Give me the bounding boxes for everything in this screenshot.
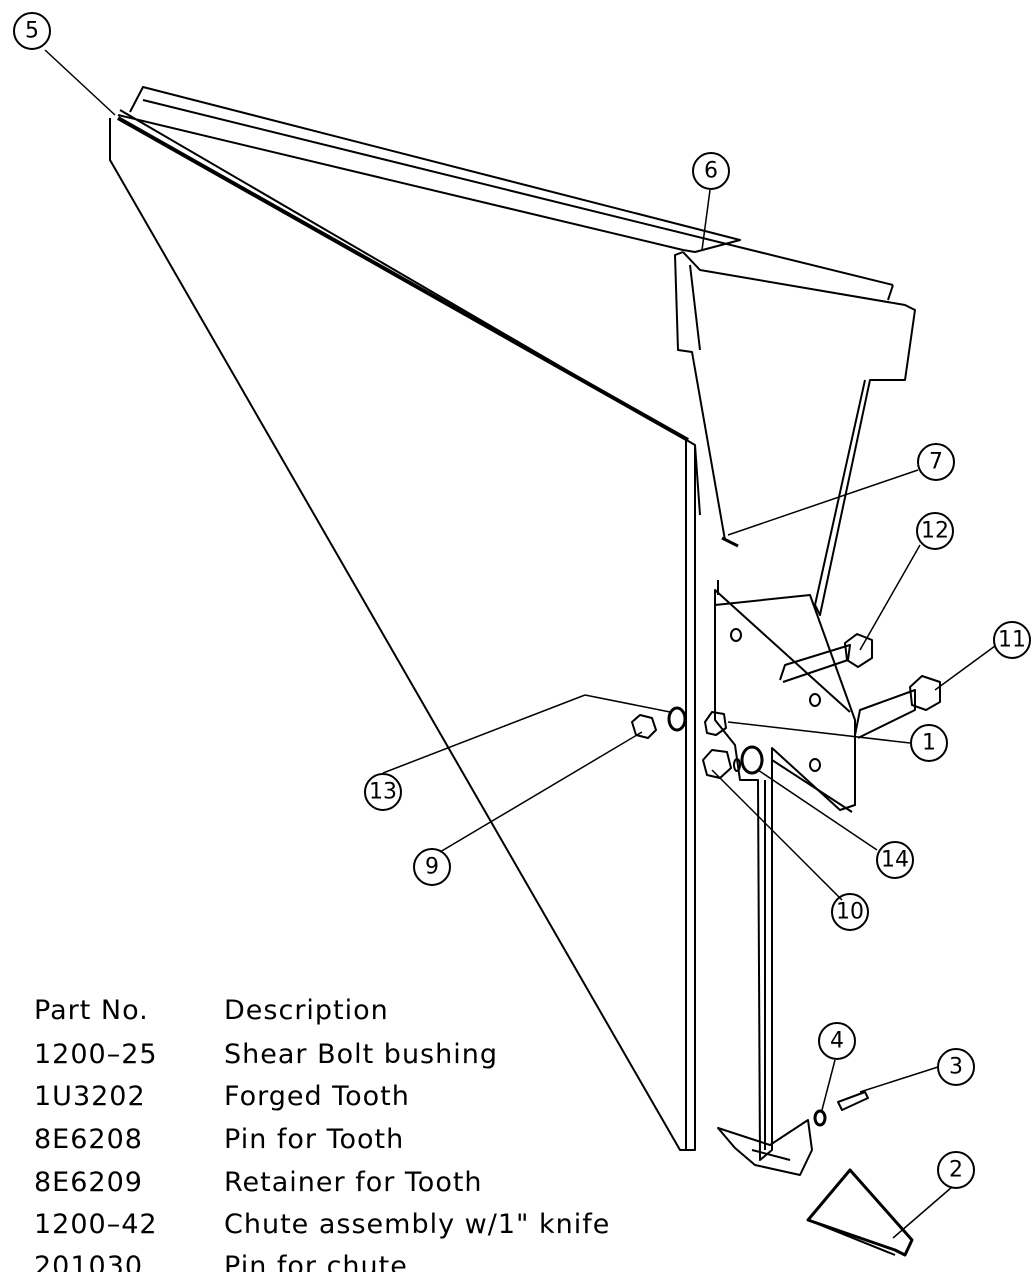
callout-7: [917, 443, 955, 481]
tooth-adapter: [717, 1119, 813, 1176]
parts-table-row: 201030 Pin for chute: [34, 1251, 408, 1272]
callout-12: [916, 512, 954, 550]
callout-9: [413, 848, 451, 886]
part-description: Pin for Tooth: [224, 1124, 405, 1155]
callout-label: 10: [836, 900, 864, 925]
parts-table-row: 8E6208 Pin for Tooth: [34, 1124, 404, 1155]
retainer-4: [813, 1109, 827, 1127]
washer-13: [667, 706, 687, 732]
parts-table-row: 1200–42 Chute assembly w/1" knife: [34, 1209, 610, 1240]
callout-label: 4: [830, 1029, 844, 1054]
part-description: Shear Bolt bushing: [224, 1039, 498, 1070]
callout-label: 13: [369, 780, 397, 805]
callout-10: [831, 893, 869, 931]
bolt-12: [779, 633, 873, 683]
part-description: Forged Tooth: [224, 1081, 410, 1112]
bracket-plate: [714, 589, 856, 1161]
side-plate: [109, 109, 696, 1151]
callout-label: 7: [929, 450, 943, 475]
callout-label: 9: [425, 855, 439, 880]
part-number: 1200–42: [34, 1209, 158, 1240]
part-number: 8E6208: [34, 1124, 143, 1155]
nut-9: [631, 714, 657, 739]
callout-labels: 5 6 7 12 11 1 13 14 9 10 4 3 2: [25, 19, 1026, 1183]
part-number: 1U3202: [34, 1081, 146, 1112]
callout-label: 3: [949, 1055, 963, 1080]
header-description: Description: [224, 995, 389, 1026]
part-number: 1200–25: [34, 1039, 158, 1070]
callout-11: [993, 621, 1031, 659]
chute: [682, 251, 916, 616]
callout-2: [937, 1151, 975, 1189]
top-rail: [117, 86, 741, 253]
bolt-11: [854, 675, 941, 739]
callout-bubbles: [13, 12, 1031, 1189]
callout-1: [910, 724, 948, 762]
part-description: Chute assembly w/1" knife: [224, 1209, 611, 1240]
bushing-1: [704, 711, 727, 736]
part-description: Retainer for Tooth: [224, 1167, 483, 1198]
callout-label: 11: [998, 628, 1026, 653]
callout-label: 12: [921, 519, 949, 544]
header-part-no: Part No.: [34, 995, 149, 1026]
parts-table-row: 1U3202 Forged Tooth: [34, 1081, 410, 1112]
part-description: Pin for chute: [224, 1251, 408, 1272]
callout-14: [876, 841, 914, 879]
part-number: 8E6209: [34, 1167, 143, 1198]
callout-label: 2: [949, 1158, 963, 1183]
part-number: 201030: [34, 1251, 144, 1272]
leader-lines: [44, 49, 996, 1239]
parts-table-header: Part No. Description: [34, 995, 389, 1026]
pin-7: [721, 536, 739, 548]
callout-4: [818, 1022, 856, 1060]
top-rail-edge: [142, 99, 894, 286]
callout-label: 14: [881, 848, 909, 873]
callout-13: [364, 773, 402, 811]
callout-label: 1: [922, 731, 936, 756]
forged-tooth: [806, 1168, 914, 1257]
callout-6: [692, 152, 730, 190]
nut-10: [702, 749, 732, 779]
pin-3: [837, 1091, 869, 1111]
shank-assembly: [109, 86, 941, 1257]
parts-table-row: 8E6209 Retainer for Tooth: [34, 1167, 483, 1198]
parts-table-row: 1200–25 Shear Bolt bushing: [34, 1039, 498, 1070]
callout-label: 6: [704, 159, 718, 184]
callout-5: [13, 12, 51, 50]
callout-3: [937, 1048, 975, 1086]
callout-label: 5: [25, 19, 39, 44]
washer-14: [740, 745, 764, 775]
